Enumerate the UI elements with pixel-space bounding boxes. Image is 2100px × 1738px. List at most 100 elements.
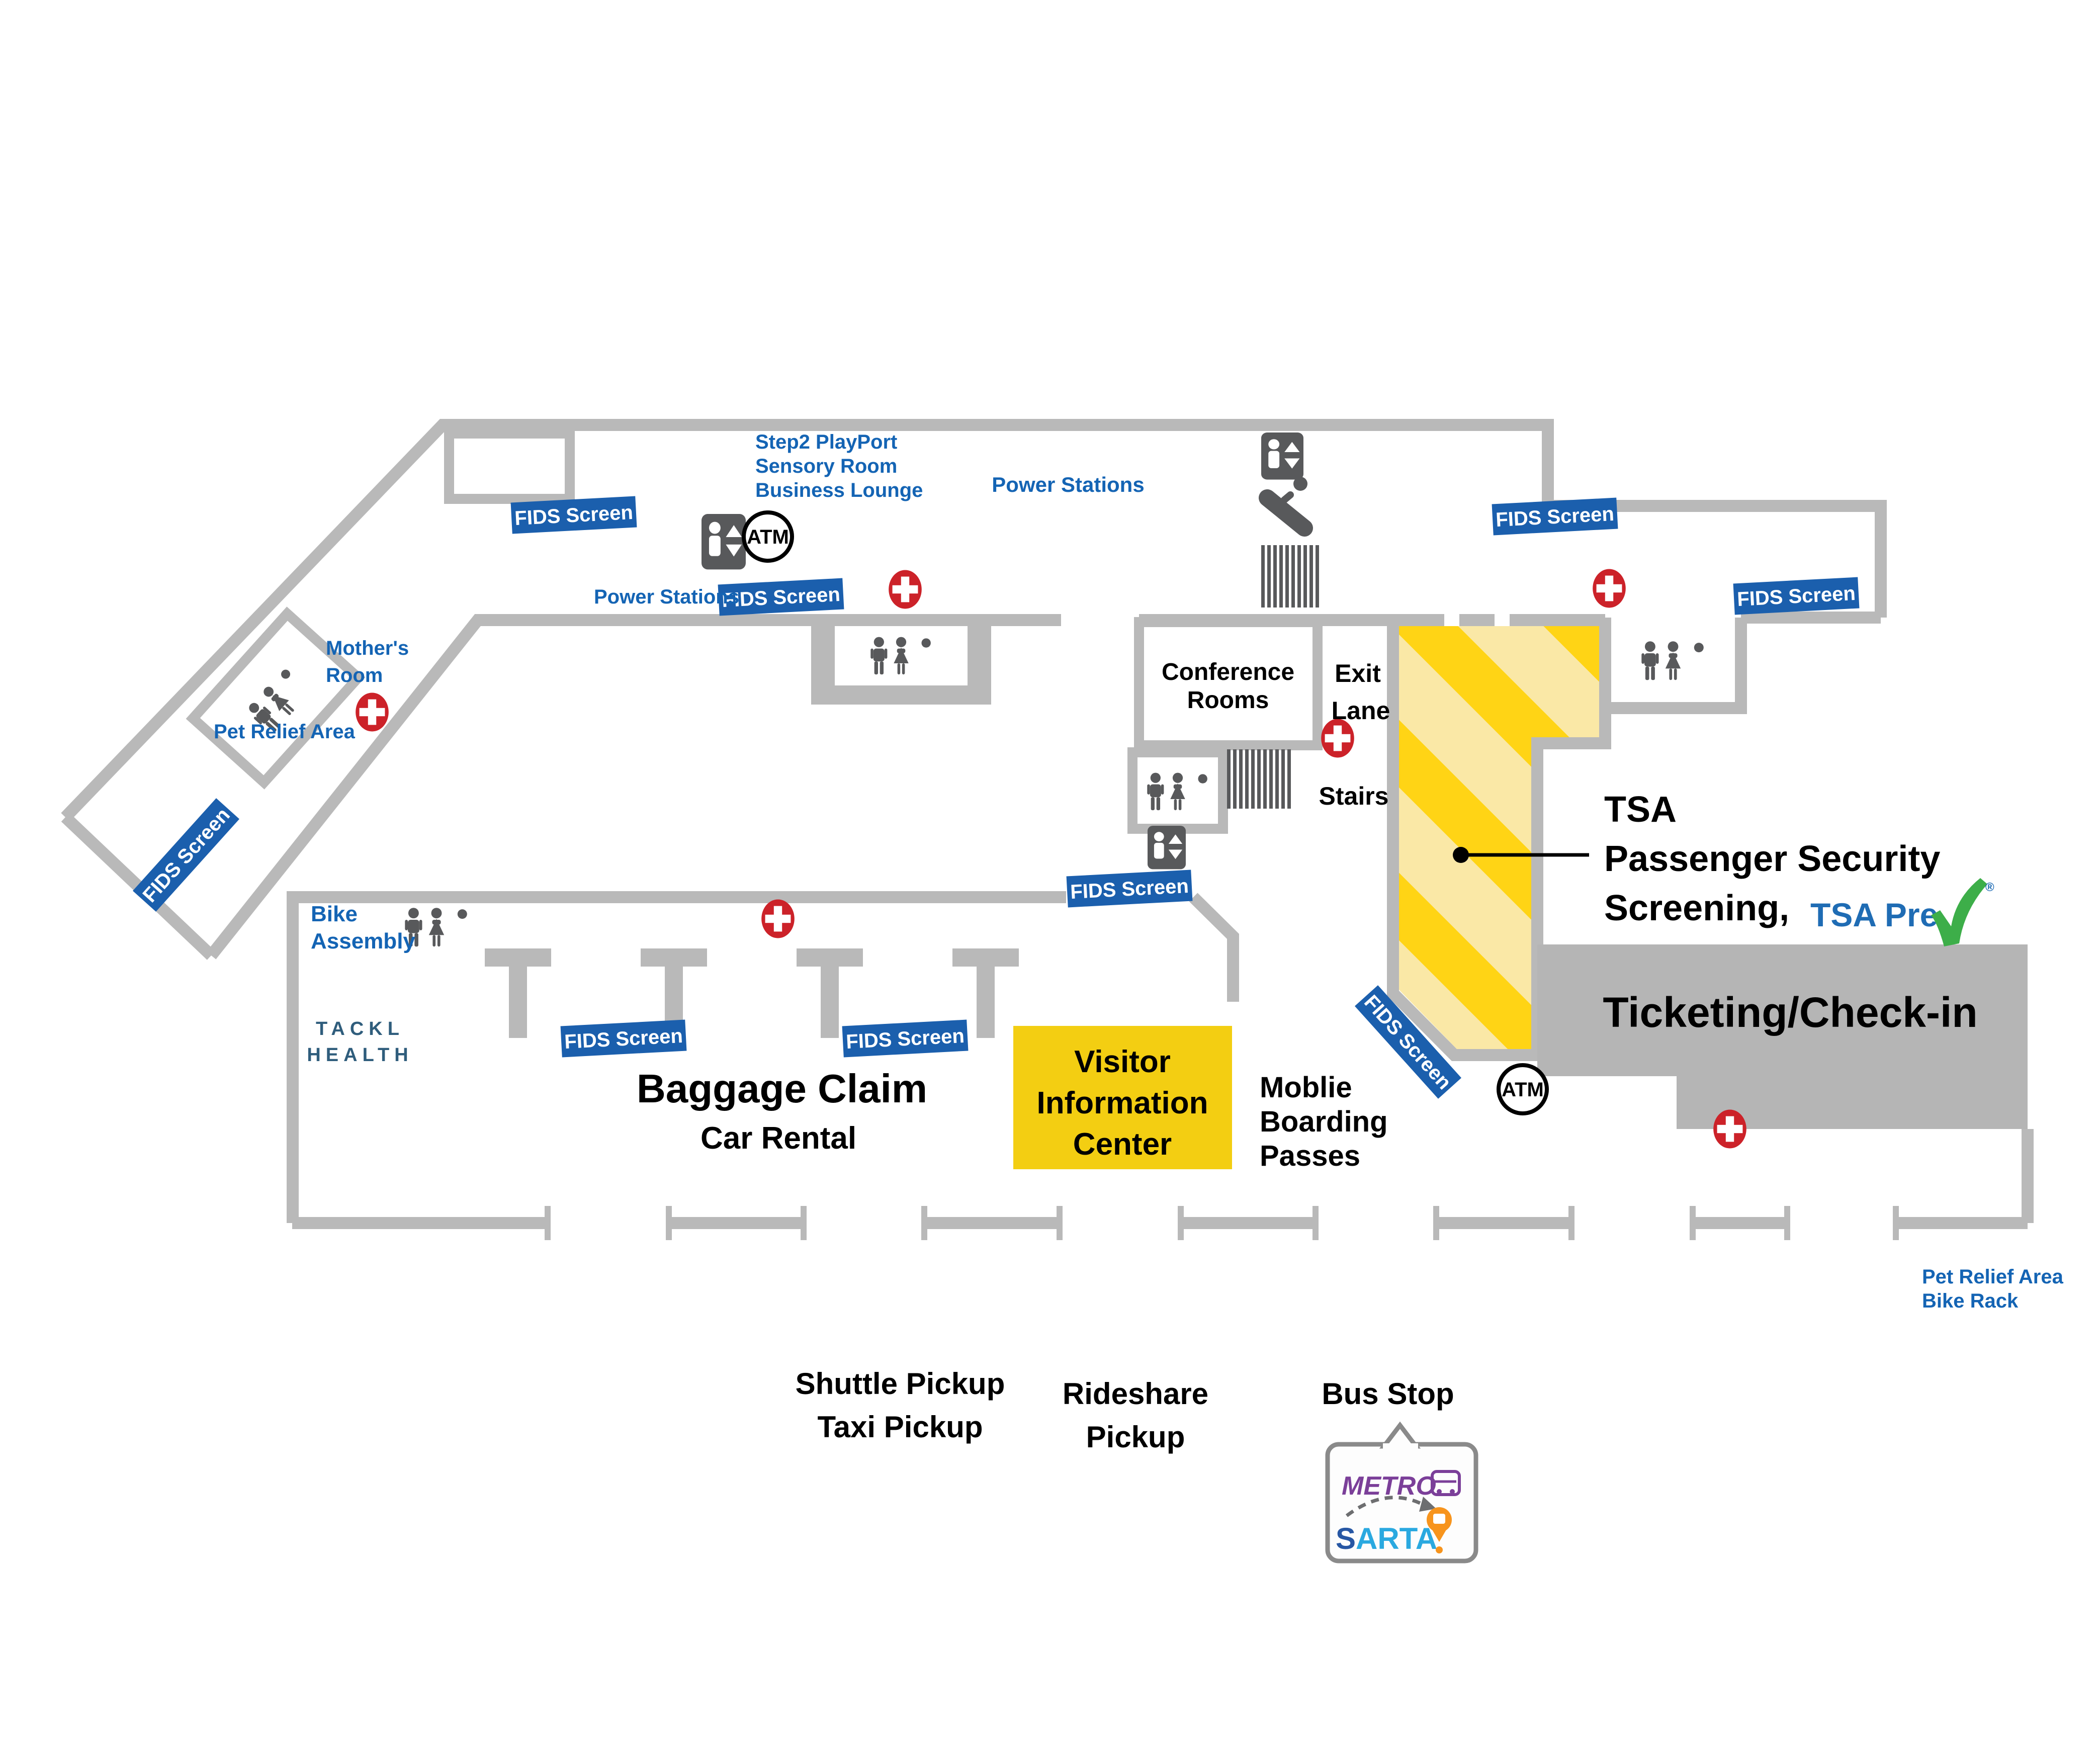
- bus-stop-callout: METRO S ARTA: [1325, 1421, 1478, 1563]
- label-stairs: Stairs: [1319, 782, 1389, 810]
- label-mobile-line1: Moblie: [1260, 1071, 1352, 1104]
- label-pet-relief-left: Pet Relief Area: [214, 721, 356, 743]
- elevator-icon: [1148, 826, 1186, 870]
- visitor-info-line2: Information: [1037, 1086, 1208, 1120]
- stairs-icon: [1261, 545, 1319, 607]
- label-power-stations-left: Power Stations: [594, 586, 739, 608]
- wall-bottom-segment: [292, 1217, 548, 1229]
- door-jamb-tick: [1178, 1206, 1184, 1240]
- wall-bottom-segment: [1181, 1217, 1316, 1229]
- wall-bottom-segment: [924, 1217, 1060, 1229]
- terminal-walls: [61, 419, 2034, 1240]
- sarta-logo-arta: ARTA: [1356, 1522, 1437, 1555]
- visitor-info-line1: Visitor: [1074, 1045, 1171, 1079]
- metro-logo: METRO: [1342, 1471, 1436, 1501]
- tsa-pre-logo: TSA Pre ®: [1810, 878, 1994, 946]
- visitor-info-box: [1013, 1026, 1232, 1169]
- label-sensory: Sensory Room: [755, 455, 897, 477]
- first-aid-cross-icon: [1713, 1109, 1746, 1149]
- door-jamb-tick: [1568, 1206, 1574, 1240]
- wall-outer-top: [61, 419, 1887, 822]
- fids-screen-banner: FIDS Screen: [842, 1019, 969, 1058]
- atm-label: ATM: [1502, 1079, 1544, 1101]
- map-labels: Step2 PlayPort Sensory Room Business Lou…: [214, 431, 2064, 1454]
- wall-bottom-segment: [1436, 1217, 1571, 1229]
- stairs-hatches: [1227, 545, 1319, 809]
- label-exit: Exit: [1335, 659, 1381, 687]
- label-bike-line1: Bike: [311, 902, 358, 926]
- tsa-leader-dot: [1453, 847, 1469, 863]
- ticketing-area: [1537, 944, 2028, 1129]
- door-jamb-tick: [545, 1206, 551, 1240]
- divider-crossbar: [641, 948, 707, 967]
- sarta-pin-icon: [1427, 1507, 1452, 1553]
- first-aid-cross-icon: [356, 692, 389, 732]
- tsa-pre-label: TSA Pre: [1810, 896, 1938, 933]
- wall-baggage-corner: [1189, 893, 1239, 1002]
- label-power-stations-top: Power Stations: [992, 473, 1144, 496]
- label-conference-line2: Rooms: [1187, 687, 1269, 714]
- sarta-route-arc: [1345, 1496, 1428, 1517]
- label-lane: Lane: [1332, 697, 1390, 725]
- label-pet-relief-right: Pet Relief Area: [1922, 1266, 2064, 1288]
- fids-screen-label: FIDS Screen: [139, 804, 234, 907]
- door-jamb-tick: [1433, 1206, 1439, 1240]
- first-aid-cross-icon: [761, 899, 795, 938]
- fids-screen-banner: FIDS Screen: [718, 578, 844, 616]
- label-bike-rack: Bike Rack: [1922, 1290, 2019, 1312]
- fids-screen-banner: FIDS Screen: [1066, 870, 1193, 908]
- label-mobile-line2: Boarding: [1260, 1105, 1388, 1138]
- icons: ATM ATM: [186, 432, 1746, 1149]
- callout-pointer-mask: [1383, 1443, 1418, 1450]
- tsa-zone: [1399, 626, 1599, 1049]
- restroom-icons: [1641, 641, 1706, 680]
- divider-stem: [821, 967, 839, 1038]
- door-jamb-tick: [921, 1206, 927, 1240]
- label-tsa-line3: Screening,: [1604, 888, 1789, 928]
- label-bus-stop: Bus Stop: [1322, 1377, 1454, 1411]
- callout-pointer: [1379, 1421, 1421, 1449]
- door-jamb-tick: [1312, 1206, 1319, 1240]
- label-mobile-line3: Passes: [1260, 1140, 1360, 1172]
- label-tackl-line1: TACKL: [316, 1018, 404, 1039]
- restroom-icons: [1147, 773, 1210, 811]
- door-jamb-tick: [1690, 1206, 1696, 1240]
- room-right-restroom: [1599, 618, 1747, 714]
- fids-screen-banner: FIDS Screen: [132, 798, 240, 912]
- first-aid-cross-icon: [1593, 569, 1626, 608]
- label-rideshare: Rideshare: [1063, 1377, 1208, 1411]
- label-shuttle-pickup: Shuttle Pickup: [796, 1367, 1005, 1401]
- fids-screen-banner: FIDS Screen: [1733, 577, 1860, 615]
- wall-baggage-hall: [287, 891, 1066, 1223]
- door-jamb-tick: [1057, 1206, 1063, 1240]
- elevator-icon: [1261, 432, 1303, 480]
- atm-icon: ATM: [742, 510, 794, 563]
- door-jamb-tick: [666, 1206, 672, 1240]
- ticketing-block: Ticketing/Check-in: [1537, 944, 2028, 1129]
- fids-screen-banner: FIDS Screen: [560, 1019, 687, 1058]
- tsa-pre-check-icon: [1931, 878, 1987, 946]
- room-conference: [1134, 617, 1323, 750]
- atm-label: ATM: [747, 526, 789, 548]
- door-jamb-tick: [1784, 1206, 1790, 1240]
- escalator-icon: [1259, 477, 1313, 537]
- sarta-logo-s: S: [1336, 1522, 1356, 1555]
- divider-stem: [509, 967, 527, 1038]
- stairs-icon: [1227, 749, 1291, 809]
- first-aid-cross-icon: [889, 570, 922, 609]
- fids-screen-banner: FIDS Screen: [1492, 497, 1618, 536]
- label-step2: Step2 PlayPort: [755, 431, 897, 453]
- metro-bus-icon: [1431, 1470, 1461, 1496]
- ticketing-label: Ticketing/Check-in: [1603, 989, 1977, 1036]
- door-jamb-tick: [1893, 1206, 1899, 1240]
- label-conference-line1: Conference: [1162, 659, 1294, 685]
- visitor-info-line3: Center: [1073, 1127, 1172, 1162]
- sarta-arc-arrowhead: [1419, 1497, 1436, 1512]
- room-top-left: [444, 428, 575, 504]
- wall-bottom: [292, 1206, 2028, 1240]
- label-taxi-pickup: Taxi Pickup: [817, 1410, 983, 1444]
- divider-crossbar: [797, 948, 863, 967]
- label-tsa-line1: TSA: [1604, 790, 1677, 830]
- wall-tsa-zone: [1387, 620, 1611, 1061]
